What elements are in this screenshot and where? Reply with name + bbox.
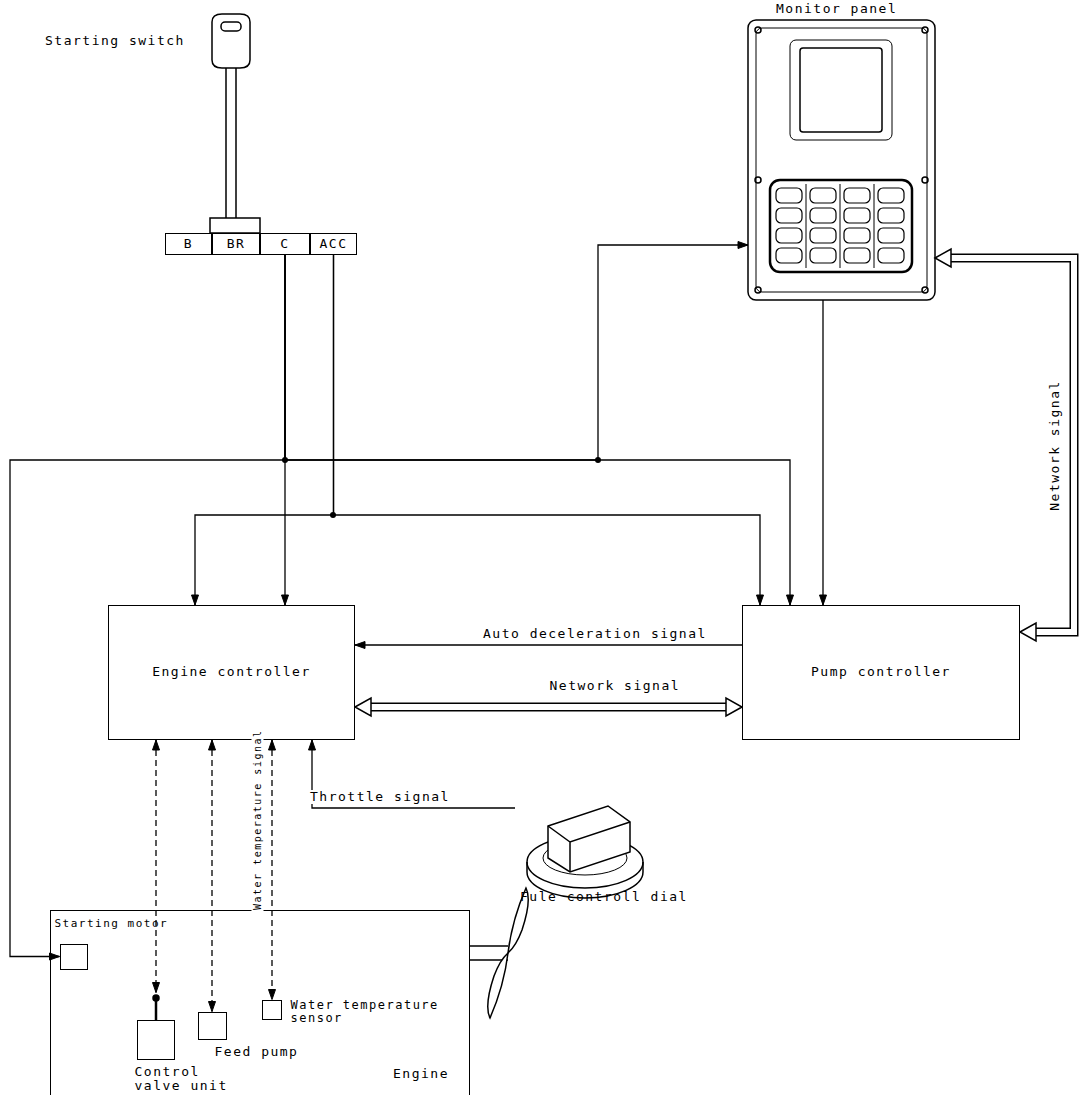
signal-line bbox=[153, 740, 160, 993]
signal-line bbox=[269, 740, 276, 1000]
node-label: Starting motor bbox=[55, 918, 169, 931]
signal-label: Auto deceleration signal bbox=[481, 627, 709, 642]
node-label: Pump controller bbox=[811, 665, 951, 680]
signal-label: Throttle signal bbox=[308, 790, 452, 805]
node-label: Monitor panel bbox=[776, 2, 897, 17]
component-box: Starting motor bbox=[60, 944, 88, 970]
node-label: Engine bbox=[393, 1067, 449, 1082]
wire bbox=[334, 255, 764, 605]
component-box: Control valve unit bbox=[137, 1020, 175, 1060]
signal-label: Network signal bbox=[1047, 379, 1062, 512]
node-label: Engine controller bbox=[152, 665, 311, 680]
terminal-box: BR bbox=[212, 233, 260, 255]
node-label: C bbox=[280, 237, 289, 252]
key-icon bbox=[210, 14, 260, 233]
terminal-box: C bbox=[260, 233, 310, 255]
wire bbox=[355, 642, 742, 649]
fuel-dial bbox=[527, 806, 643, 898]
node-label: Control valve unit bbox=[135, 1065, 239, 1095]
component-box: Feed pump bbox=[198, 1012, 227, 1040]
node-label: Starting switch bbox=[45, 34, 185, 49]
monitor-panel-node: Monitor panel bbox=[748, 2, 935, 300]
node-label: Fule controll dial bbox=[520, 890, 688, 905]
cooling-fan bbox=[470, 888, 528, 1018]
monitor-panel bbox=[748, 20, 935, 300]
controller-box: Engine controller bbox=[108, 605, 355, 740]
node-label: ACC bbox=[320, 237, 348, 252]
junction-dots bbox=[282, 457, 601, 518]
keypad bbox=[776, 188, 904, 263]
signal-line bbox=[209, 740, 216, 1012]
node-label: Feed pump bbox=[215, 1045, 299, 1060]
node-label: Water temperature sensor bbox=[291, 999, 451, 1027]
wire bbox=[285, 255, 794, 605]
signal-label: Water temperature signal bbox=[251, 729, 263, 912]
valve-lever bbox=[153, 995, 159, 1020]
node-label: B bbox=[184, 237, 193, 252]
terminal-box: B bbox=[165, 233, 212, 255]
terminal-box: ACC bbox=[310, 233, 357, 255]
wire bbox=[820, 300, 827, 605]
wire bbox=[192, 255, 334, 605]
wire bbox=[309, 740, 516, 808]
controller-box: Pump controller bbox=[742, 605, 1020, 740]
dial-node: Fule controll dial bbox=[515, 790, 710, 905]
node-label: BR bbox=[227, 237, 246, 252]
network-arrow bbox=[355, 698, 742, 716]
component-box: Water temperature sensor bbox=[262, 1000, 282, 1020]
wire bbox=[285, 242, 748, 461]
signal-label: Network signal bbox=[548, 679, 683, 694]
switch-group: Starting switchB BR C ACC bbox=[45, 34, 360, 258]
network-arrow bbox=[935, 249, 1074, 641]
engine-box: EngineStarting motorControl valve unitFe… bbox=[50, 910, 470, 1095]
